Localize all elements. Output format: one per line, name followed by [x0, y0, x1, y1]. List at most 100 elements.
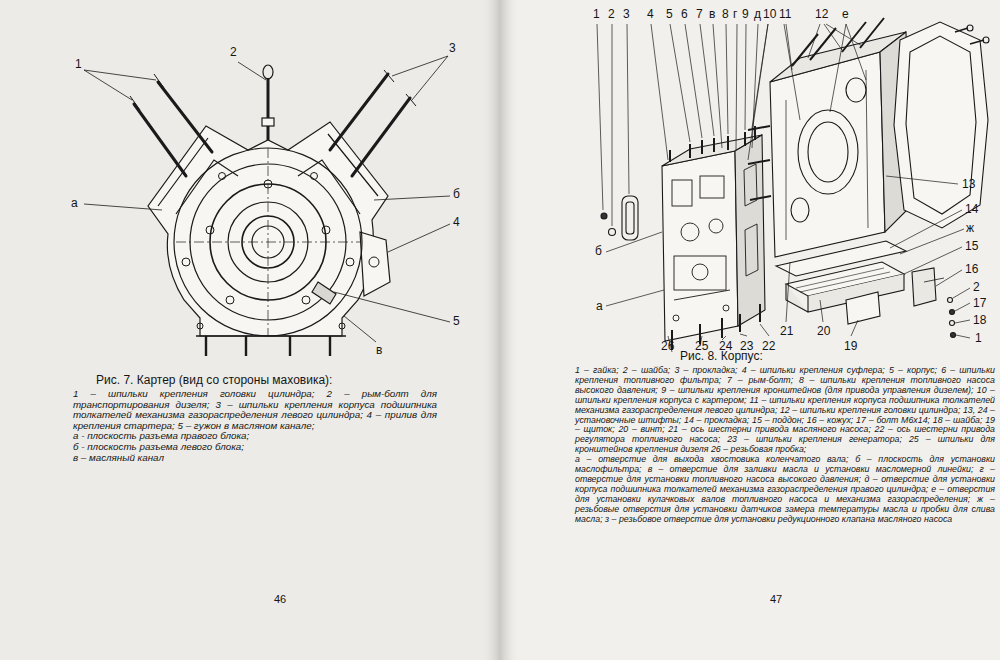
drawing-part: [130, 74, 164, 110]
drawing-part: [174, 148, 362, 336]
callout-number: 18: [973, 314, 986, 326]
callout-number: 5: [453, 315, 460, 327]
callout-number: 9: [742, 8, 749, 20]
callout-number: 3: [623, 8, 630, 20]
drawing-part: [597, 24, 629, 226]
drawing-part: [784, 24, 800, 120]
drawing-part: [330, 74, 410, 176]
drawing-part: [808, 122, 848, 182]
callout-number: 1: [75, 58, 82, 70]
page-number: 46: [274, 594, 286, 605]
callout-letter: б: [595, 245, 602, 257]
drawing-part: [709, 219, 723, 233]
drawing-part: [808, 24, 862, 58]
drawing-part: [0, 0, 500, 660]
drawing-part: [672, 180, 692, 206]
drawing-part: [744, 164, 758, 276]
drawing-part: [369, 257, 379, 267]
drawing-part: [311, 173, 318, 180]
legend-text: а – отверстие для выхода хвостовика коле…: [575, 455, 995, 524]
drawing-part: [651, 24, 768, 160]
drawing-part: [302, 296, 310, 304]
callout-letter: в: [709, 8, 715, 20]
drawing-part: [360, 232, 390, 296]
drawing-part: [700, 176, 724, 198]
drawing-part: [352, 98, 410, 176]
drawing-part: [770, 52, 885, 257]
drawing-part: [597, 24, 970, 352]
drawing-part: [601, 213, 607, 219]
drawing-part: [84, 204, 162, 210]
legend-text: 1 – шпильки крепления головки цилиндра; …: [73, 389, 437, 431]
drawing-part: [662, 151, 738, 341]
callout-number: 4: [453, 216, 460, 228]
drawing-part: [196, 335, 346, 337]
drawing-part: [912, 268, 936, 306]
callout-number: 16: [965, 263, 978, 275]
drawing-part: [748, 18, 884, 200]
drawing-part: [983, 37, 989, 43]
drawing-part: [674, 256, 726, 290]
drawing-part: [670, 126, 755, 162]
drawing-part: [134, 82, 212, 176]
drawing-part: [936, 270, 962, 286]
drawing-part: [262, 118, 274, 126]
drawing-part: [384, 70, 416, 106]
drawing-part: [846, 78, 866, 102]
drawing-part: [674, 290, 730, 300]
drawing-part: [786, 70, 868, 240]
callout-number: 11: [779, 8, 791, 20]
legend-text: б - плоскость разъема левого блока;: [73, 442, 437, 453]
callout-letter: в: [376, 344, 382, 356]
drawing-part: [681, 223, 699, 241]
callout-number: 14: [965, 203, 978, 215]
drawing-part: [206, 336, 330, 356]
callout-number: 3: [449, 42, 456, 54]
drawing-part: [673, 315, 679, 321]
callout-number: 7: [696, 8, 703, 20]
drawing-part: [670, 126, 760, 350]
drawing-part: [609, 229, 616, 236]
legend-block: 1 – шпильки крепления головки цилиндра; …: [73, 389, 437, 463]
drawing-part: [626, 202, 634, 234]
drawing-part: [84, 70, 156, 100]
drawing-part: [392, 56, 448, 100]
figure-caption: Рис. 7. Картер (вид со стороны маховика)…: [96, 374, 332, 386]
drawing-part: [622, 196, 638, 240]
drawing-part: [692, 264, 708, 280]
drawing-part: [953, 288, 970, 338]
drawing-part: [786, 274, 904, 312]
drawing-part: [967, 25, 973, 31]
drawing-part: [672, 164, 758, 321]
callout-number: 21: [780, 325, 793, 337]
drawing-part: [950, 310, 955, 315]
drawing-part: [723, 305, 729, 311]
callout-letter: б: [453, 188, 460, 200]
callout-number: 2: [608, 8, 615, 20]
drawing-part: [238, 62, 266, 80]
drawing-part: [948, 298, 953, 303]
drawing-part: [796, 268, 890, 292]
housing-drawing: [597, 18, 989, 352]
callout-letter: е: [842, 8, 849, 20]
drawing-part: [346, 258, 354, 266]
drawing-part: [894, 22, 988, 228]
drawing-part: [924, 278, 944, 282]
drawing-part: [791, 198, 809, 222]
drawing-part: [384, 70, 416, 106]
drawing-part: [312, 282, 336, 304]
drawing-part: [792, 18, 884, 66]
drawing-part: [668, 262, 858, 352]
drawing-part: [176, 148, 360, 336]
callout-letter: а: [71, 197, 78, 209]
drawing-part: [182, 258, 190, 266]
callout-number: 19: [844, 340, 857, 352]
drawing-part: [206, 226, 214, 234]
callout-number: 12: [815, 8, 828, 20]
callout-number: 4: [647, 8, 654, 20]
callout-number: 1: [975, 332, 982, 344]
callout-number: 8: [722, 8, 729, 20]
legend-block: 1 – гайка; 2 – шайба; 3 – прокладка; 4 –…: [575, 366, 995, 525]
